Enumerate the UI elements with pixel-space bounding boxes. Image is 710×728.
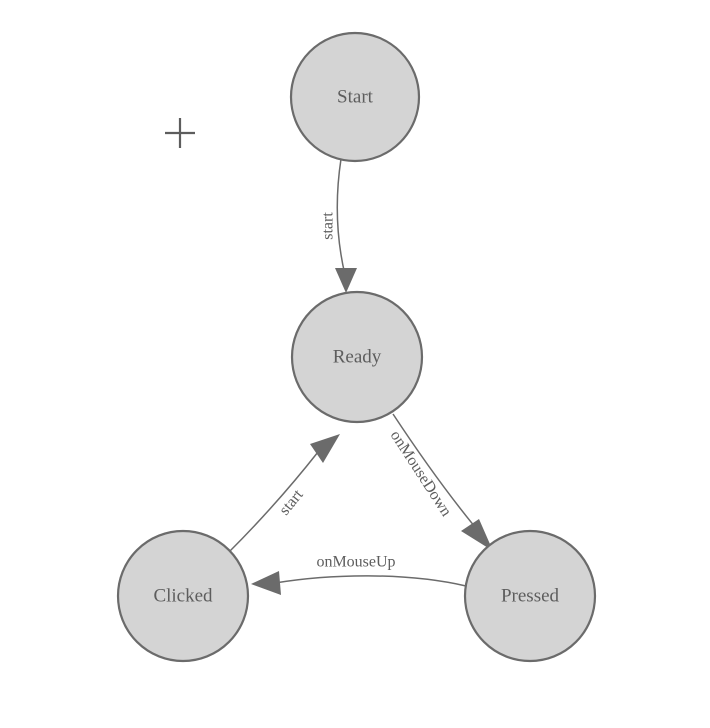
edge-pressed-to-clicked-label: onMouseUp xyxy=(316,554,395,571)
state-node-start-label: Start xyxy=(337,86,374,107)
state-node-clicked-circle[interactable] xyxy=(116,529,250,663)
state-node-start[interactable]: Start xyxy=(289,31,421,163)
state-node-ready-circle[interactable] xyxy=(290,290,424,424)
edge-start-to-ready-label: start xyxy=(320,212,337,240)
state-node-ready-label: Ready xyxy=(333,346,382,367)
state-node-pressed-circle[interactable] xyxy=(463,529,597,663)
edge-pressed-to-clicked-path xyxy=(274,575,467,587)
edge-clicked-to-ready-path xyxy=(228,451,319,553)
state-node-clicked-label: Clicked xyxy=(153,585,213,606)
edge-pressed-to-clicked[interactable]: onMouseUp xyxy=(251,554,467,595)
edge-start-to-ready[interactable]: start xyxy=(320,158,357,293)
edge-pressed-to-clicked-arrowhead xyxy=(251,571,281,595)
edge-start-to-ready-arrowhead xyxy=(335,268,357,293)
edge-start-to-ready-path xyxy=(336,158,346,276)
state-node-start-circle[interactable] xyxy=(289,31,421,163)
edge-ready-to-pressed[interactable]: onMouseDown xyxy=(387,413,493,551)
state-node-ready[interactable]: Ready xyxy=(290,290,424,424)
state-node-pressed-label: Pressed xyxy=(501,585,560,606)
edge-ready-to-pressed-arrowhead xyxy=(461,519,493,551)
state-node-pressed[interactable]: Pressed xyxy=(463,529,597,663)
edge-ready-to-pressed-path xyxy=(392,413,486,540)
edge-ready-to-pressed-label: onMouseDown xyxy=(387,428,455,520)
state-node-clicked[interactable]: Clicked xyxy=(116,529,250,663)
crosshair-icon xyxy=(165,118,195,148)
edge-clicked-to-ready-label: start xyxy=(276,486,307,519)
edge-clicked-to-ready-arrowhead xyxy=(310,434,340,463)
edge-clicked-to-ready[interactable]: start xyxy=(228,434,340,553)
